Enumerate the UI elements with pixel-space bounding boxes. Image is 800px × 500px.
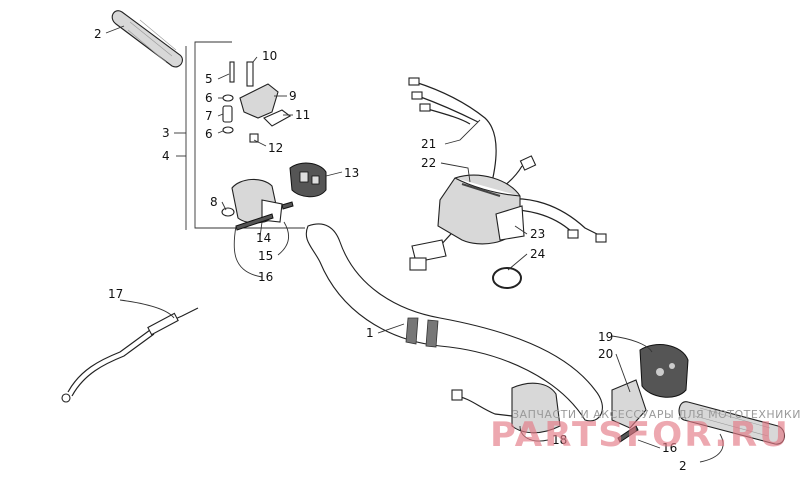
callout-7: 7 <box>205 109 213 123</box>
callout-22: 22 <box>421 156 436 170</box>
assembly-bracket <box>194 41 305 229</box>
throttle-housing-18 <box>451 382 561 434</box>
callout-21: 21 <box>421 137 436 151</box>
throttle-cable <box>61 307 199 403</box>
control-module <box>437 174 525 245</box>
callout-14: 14 <box>256 231 271 245</box>
callout-11: 11 <box>295 108 310 122</box>
callout-18: 18 <box>552 433 567 447</box>
wiring-harness <box>408 77 607 271</box>
callout-16-right: 16 <box>662 441 677 455</box>
callout-5: 5 <box>205 72 213 86</box>
callout-9: 9 <box>289 89 297 103</box>
left-switch-housing <box>221 178 294 231</box>
callout-12: 12 <box>268 141 283 155</box>
callout-6-top: 6 <box>205 91 213 105</box>
callout-4: 4 <box>162 149 170 163</box>
callout-24: 24 <box>530 247 545 261</box>
o-ring <box>492 267 522 289</box>
callout-17: 17 <box>108 287 123 301</box>
callout-19: 19 <box>598 330 613 344</box>
watermark-logo: PARTSFOR.RU <box>490 415 790 455</box>
watermark-caption: ЗАПЧАСТИ И АКСЕССУАРЫ ДЛЯ МОТОТЕХНИКИ <box>512 408 800 421</box>
callout-3: 3 <box>162 126 170 140</box>
callout-6-bottom: 6 <box>205 127 213 141</box>
callout-13: 13 <box>344 166 359 180</box>
callout-10: 10 <box>262 49 277 63</box>
throttle-small-parts <box>222 61 292 143</box>
callout-15: 15 <box>258 249 273 263</box>
watermark: ЗАПЧАСТИ И АКСЕССУАРЫ ДЛЯ МОТОТЕХНИКИ PA… <box>490 408 800 455</box>
left-grip <box>111 10 183 68</box>
callout-20: 20 <box>598 347 613 361</box>
handlebar <box>305 223 603 422</box>
callout-23: 23 <box>530 227 545 241</box>
handlebar-switch-13 <box>289 162 327 198</box>
callout-labels: 2 10 5 6 7 6 3 4 9 11 12 13 8 14 15 16 1… <box>94 27 687 473</box>
callout-2-left: 2 <box>94 27 102 41</box>
callout-16-left: 16 <box>258 270 273 284</box>
right-switch-housing <box>611 344 689 443</box>
callout-1: 1 <box>366 326 374 340</box>
right-grip <box>678 401 785 445</box>
callout-2-right: 2 <box>679 459 687 473</box>
callout-8: 8 <box>210 195 218 209</box>
leader-lines <box>105 25 724 463</box>
